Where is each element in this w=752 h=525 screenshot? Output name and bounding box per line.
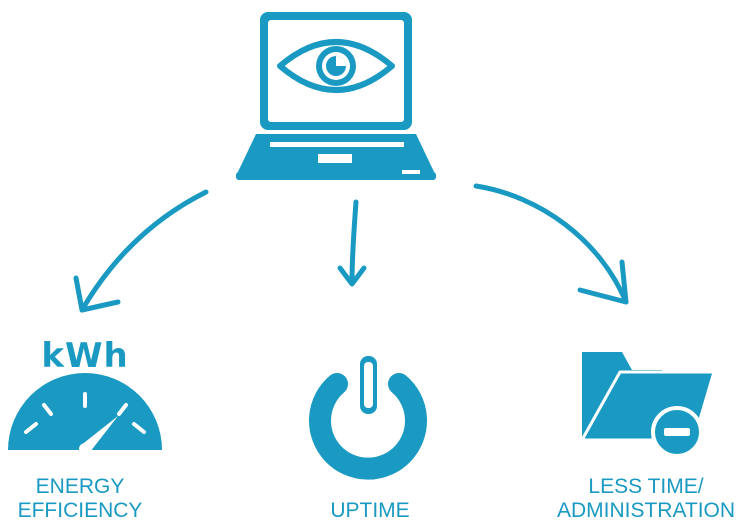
gauge-icon xyxy=(8,373,162,455)
energy-efficiency-label: ENERGY EFFICIENCY xyxy=(0,475,160,523)
less-time-line1: LESS TIME/ xyxy=(588,475,704,498)
arrow-to-energy xyxy=(73,189,209,313)
kwh-label: kWh xyxy=(41,336,129,376)
less-time-label: LESS TIME/ ADMINISTRATION xyxy=(540,475,752,523)
uptime-label: UPTIME xyxy=(330,499,410,522)
laptop-eye-icon xyxy=(236,12,436,180)
less-time-line2: ADMINISTRATION xyxy=(556,499,736,522)
energy-label-line1: ENERGY xyxy=(35,475,125,498)
folder-minus-icon xyxy=(580,352,716,458)
power-icon xyxy=(309,356,427,480)
arrow-to-uptime xyxy=(337,199,367,287)
arrow-to-admin xyxy=(473,183,629,305)
energy-label-line2: EFFICIENCY xyxy=(17,499,143,522)
